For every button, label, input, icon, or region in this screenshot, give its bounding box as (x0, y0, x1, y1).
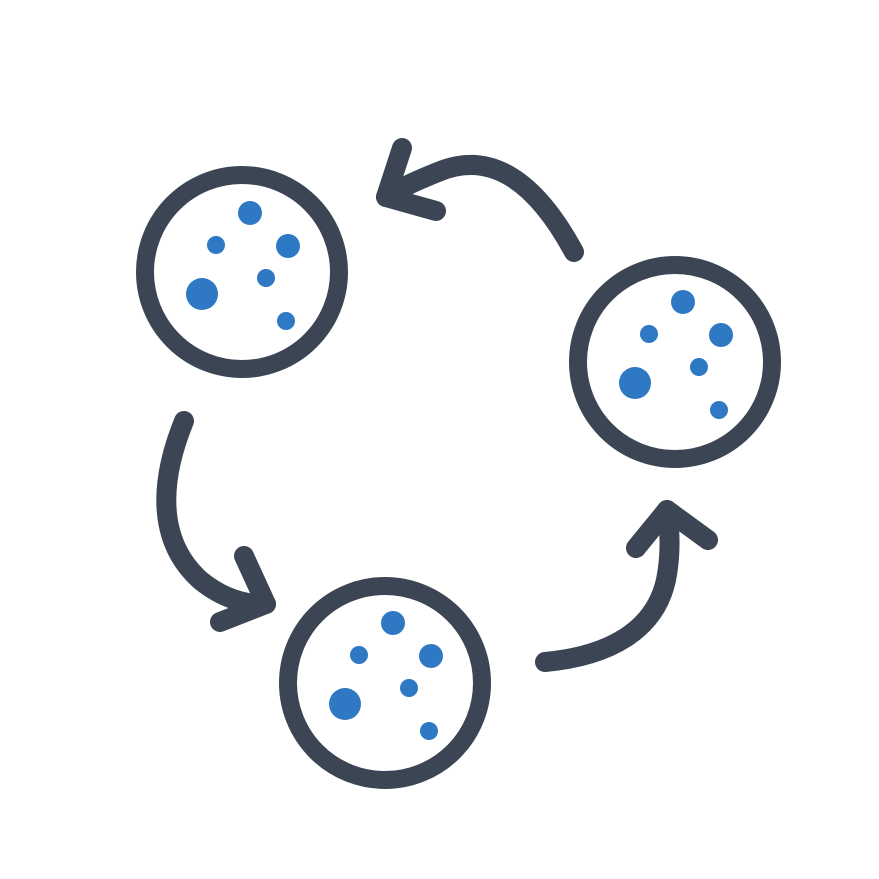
colony-dot (419, 644, 443, 668)
dish-ring (136, 166, 348, 378)
colony-dots (619, 290, 733, 419)
arrow-shaft (376, 154, 584, 262)
arrow-shaft (535, 500, 680, 672)
colony-dot (400, 679, 418, 697)
arrow-shaft (156, 411, 276, 615)
colony-dot (238, 201, 262, 225)
dish-ring (279, 577, 491, 789)
cycle-arrow-bottom (535, 500, 718, 672)
colony-dot (207, 236, 225, 254)
colony-dot (350, 646, 368, 664)
petri-dish-bottom (279, 577, 491, 789)
colony-dot (619, 367, 651, 399)
colony-dot (710, 401, 728, 419)
arrow-head-icon (210, 546, 276, 632)
cycle-arrow-top (376, 138, 584, 262)
colony-dot (381, 611, 405, 635)
colony-dot (709, 323, 733, 347)
colony-dot (257, 269, 275, 287)
dish-ring (569, 256, 781, 468)
arrow-head-icon (376, 138, 446, 221)
petri-dish-right (569, 256, 781, 468)
colony-dot (276, 234, 300, 258)
arrow-head-icon (626, 500, 718, 558)
colony-dots (329, 611, 443, 740)
colony-dot (420, 722, 438, 740)
colony-dot (640, 325, 658, 343)
colony-dot (690, 358, 708, 376)
colony-dot (277, 312, 295, 330)
colony-dot (186, 278, 218, 310)
cycle-arrow-left (156, 411, 276, 632)
colony-dots (186, 201, 300, 330)
colony-dot (329, 688, 361, 720)
colony-dot (671, 290, 695, 314)
petri-dish-top-left (136, 166, 348, 378)
